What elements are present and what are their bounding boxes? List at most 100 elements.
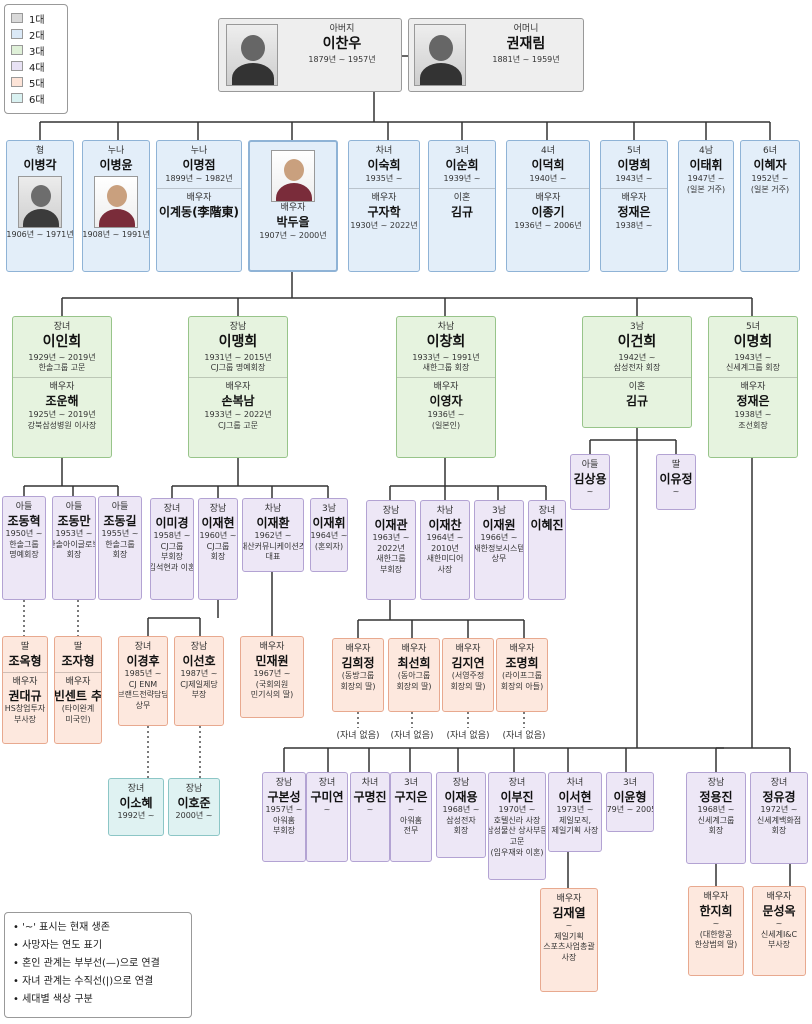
detail-line: 제일모직, xyxy=(559,816,591,826)
life-dates: 1935년 ~ xyxy=(366,174,403,184)
relation-label: 배우자 xyxy=(767,892,792,903)
spouse-name: 정재은 xyxy=(617,205,650,219)
position-title: 신세계그룹 회장 xyxy=(726,363,780,373)
portrait-photo xyxy=(94,176,138,228)
relation-label: 3남 xyxy=(630,322,644,333)
detail-line: 1992년 ~ xyxy=(118,811,155,821)
gen2-member: 3녀이순희1939년 ~이혼김규 xyxy=(428,140,496,272)
relation-label: 아들 xyxy=(582,460,599,471)
detail-line: 1960년 ~ xyxy=(200,531,237,541)
spouse-dates: 1938년 ~ xyxy=(616,221,653,231)
legend-swatch xyxy=(11,45,23,55)
relation-label: 아들 xyxy=(112,502,129,513)
detail-line: 아워홈 xyxy=(400,816,422,826)
gen2-member: 형이병각1906년 ~ 1971년 xyxy=(6,140,74,272)
spouse-name: 빈센트 추 xyxy=(54,689,102,703)
life-dates: 1929년 ~ 2019년 xyxy=(28,353,95,363)
gen5-member: 딸조자형배우자빈센트 추(타이완계미국인) xyxy=(54,636,102,744)
relation-label: 차녀 xyxy=(567,778,584,789)
person-name: 이부진 xyxy=(500,790,533,804)
person-name: 이재원 xyxy=(482,518,515,532)
relation-label: 배우자 xyxy=(456,644,481,655)
life-dates: 1906년 ~ 1971년 xyxy=(6,230,73,240)
detail-line: (대한항공 xyxy=(700,930,733,940)
relation-label: 배우자 xyxy=(260,642,285,653)
detail-line: 재산커뮤니케이션즈 xyxy=(242,542,304,552)
detail-line: 회장 xyxy=(772,826,787,836)
person-name: 구본성 xyxy=(267,790,300,804)
person-name: 이순희 xyxy=(445,158,478,172)
detail-line: 민기식의 딸) xyxy=(251,690,293,700)
relation-label: 아버지 xyxy=(330,24,355,35)
relation-label: 어머니 xyxy=(514,24,539,35)
legend-label: 5대 xyxy=(29,75,45,90)
person-name: 이혜진 xyxy=(530,518,563,532)
spouse-name: 이계동(李階東) xyxy=(159,205,239,219)
spouse-relation: 배우자 xyxy=(66,677,91,688)
gen3-member: 차남이창희1933년 ~ 1991년새한그룹 회장배우자이영자1936년 ~(일… xyxy=(396,316,496,458)
detail-line: (김석현과 이혼) xyxy=(150,563,194,573)
detail-line: CJ ENM xyxy=(129,680,157,690)
person-name: 이명희 xyxy=(734,334,773,351)
detail-line: ~ xyxy=(324,805,331,815)
spouse-divider xyxy=(55,672,101,673)
spouse-divider xyxy=(157,188,241,189)
detail-line: 1963년 ~ xyxy=(373,533,410,543)
generation-legend: 1대2대3대4대5대6대 xyxy=(4,4,68,114)
note-item: 혼인 관계는 부부선(—)으로 연결 xyxy=(13,955,183,973)
note-item: 사망자는 연도 표기 xyxy=(13,937,183,955)
relation-label: 아들 xyxy=(66,502,83,513)
relation-label: 4녀 xyxy=(541,146,555,157)
note-item: 자녀 관계는 수직선(|)으로 연결 xyxy=(13,973,183,991)
relation-label: 장녀 xyxy=(509,778,526,789)
person-name: 문성옥 xyxy=(762,904,795,918)
spouse-divider xyxy=(601,188,667,189)
legend-label: 2대 xyxy=(29,27,45,42)
gen2-member: 누나이명점1899년 ~ 1982년배우자이계동(李階東) xyxy=(156,140,242,272)
relation-label: 장녀 xyxy=(164,504,181,515)
life-dates: 1942년 ~ xyxy=(619,353,656,363)
relation-label: 장남 xyxy=(186,784,203,795)
relation-label: 장남 xyxy=(230,322,247,333)
no-children-note: (자녀 없음) xyxy=(440,728,496,741)
person-name: 김희정 xyxy=(341,656,374,670)
relation-label: 장남 xyxy=(276,778,293,789)
relation-label: 장남 xyxy=(453,778,470,789)
detail-line: 1970년 ~ xyxy=(499,805,536,815)
person-name: 이재환 xyxy=(256,516,289,530)
position-title: 삼성전자 회장 xyxy=(614,363,661,373)
relation-label: 누나 xyxy=(108,146,125,157)
detail-line: 2000년 ~ xyxy=(176,811,213,821)
relation-label: 차남 xyxy=(265,504,282,515)
detail-line: 부회장 xyxy=(380,565,402,575)
spouse-detail: 미국인) xyxy=(65,715,90,725)
position-title: CJ그룹 명예회장 xyxy=(211,363,266,373)
spouse-name: 조운해 xyxy=(45,394,78,408)
legend-item: 6대 xyxy=(11,90,61,106)
person-name: 김상용 xyxy=(573,472,606,486)
detail-line: 2010년 xyxy=(431,544,459,554)
spouse-divider xyxy=(397,377,495,378)
person-name: 이혜자 xyxy=(753,158,786,172)
person-name: 이병각 xyxy=(23,158,56,172)
gen2-member: 6녀이혜자1952년 ~(일본 거주) xyxy=(740,140,800,272)
relation-label: 딸 xyxy=(74,642,82,653)
spouse-relation: 배우자 xyxy=(741,382,766,393)
spouse-divider xyxy=(709,377,797,378)
detail-line: 회장의 딸) xyxy=(450,682,485,692)
detail-line: 새한미디어 xyxy=(427,554,464,564)
spouse-name: 김규 xyxy=(451,205,473,219)
detail-line: 새한그룹 xyxy=(376,554,405,564)
legend-item: 5대 xyxy=(11,74,61,90)
gen4-member: 장남이재현1960년 ~CJ그룹회장 xyxy=(198,498,238,600)
person-name: 이재현 xyxy=(201,516,234,530)
